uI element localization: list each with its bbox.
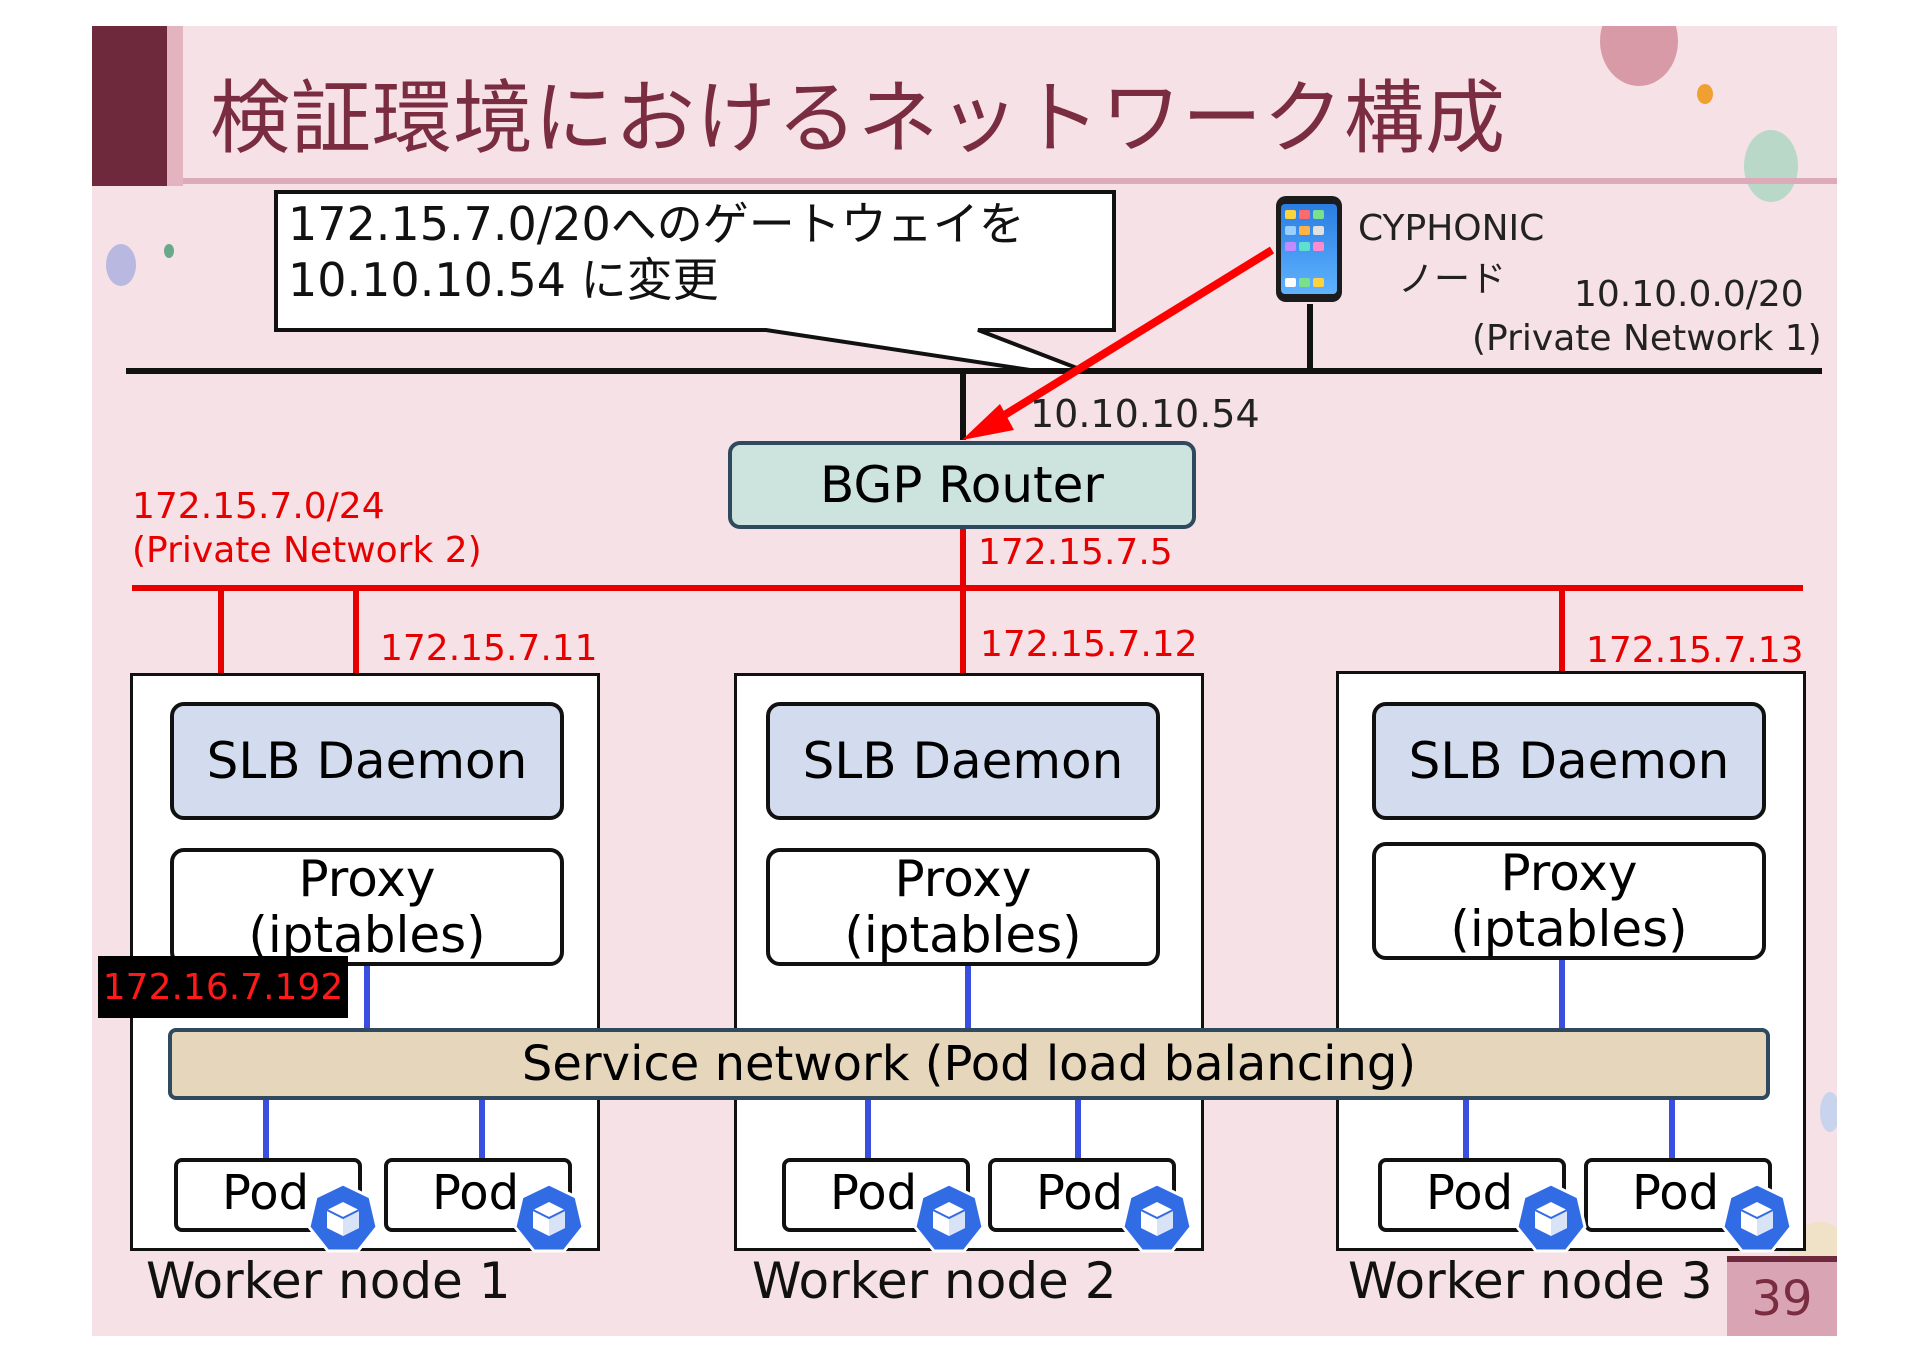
route-arrow-line bbox=[987, 246, 1275, 428]
proxy-1: Proxy (iptables) bbox=[170, 848, 564, 966]
proxy-2: Proxy (iptables) bbox=[766, 848, 1160, 966]
worker-node-3-label: Worker node 3 bbox=[1348, 1252, 1713, 1310]
route-arrow-head bbox=[962, 404, 1014, 440]
kubernetes-pod-icon bbox=[307, 1182, 379, 1253]
worker-node-2-label: Worker node 2 bbox=[752, 1252, 1117, 1310]
node1-ip: 172.15.7.11 bbox=[380, 628, 598, 669]
page-title: 検証環境におけるネットワーク構成 bbox=[210, 72, 1506, 165]
phone-screen bbox=[1281, 204, 1337, 294]
kubernetes-pod-icon bbox=[513, 1182, 585, 1253]
slb-daemon-3: SLB Daemon bbox=[1372, 702, 1766, 820]
proxy-1-line1: Proxy bbox=[298, 850, 436, 908]
service-network: Service network (Pod load balancing) bbox=[168, 1028, 1770, 1100]
proxy-1-line2: (iptables) bbox=[248, 906, 486, 964]
kubernetes-pod-icon bbox=[1515, 1182, 1587, 1253]
callout-line-2: 10.10.10.54 に変更 bbox=[288, 253, 719, 307]
router-ip-lower: 172.15.7.5 bbox=[978, 532, 1173, 573]
network1-cidr: 10.10.0.0/20 bbox=[1574, 274, 1804, 315]
node2-ip: 172.15.7.12 bbox=[980, 624, 1198, 665]
kubernetes-pod-icon bbox=[1121, 1182, 1193, 1253]
service-ip-label: 172.16.7.192 bbox=[98, 956, 348, 1018]
decor-dot bbox=[164, 244, 174, 258]
cyphonic-node-label: ノード bbox=[1398, 259, 1507, 300]
kubernetes-pod-icon bbox=[913, 1182, 985, 1253]
proxy-3: Proxy (iptables) bbox=[1372, 842, 1766, 960]
pod-1b: Pod bbox=[384, 1158, 572, 1232]
title-underline bbox=[183, 178, 1837, 184]
proxy-2-line2: (iptables) bbox=[844, 906, 1082, 964]
decor-dot bbox=[1820, 1092, 1837, 1132]
cyphonic-label: CYPHONIC bbox=[1358, 208, 1545, 249]
node3-ip: 172.15.7.13 bbox=[1586, 630, 1804, 671]
network1-name: (Private Network 1) bbox=[1472, 318, 1822, 359]
slb-daemon-2: SLB Daemon bbox=[766, 702, 1160, 820]
network2-name: (Private Network 2) bbox=[132, 530, 482, 571]
slb-daemon-1: SLB Daemon bbox=[170, 702, 564, 820]
proxy-3-line2: (iptables) bbox=[1450, 900, 1688, 958]
decor-dot bbox=[106, 244, 136, 286]
proxy-2-line1: Proxy bbox=[894, 850, 1032, 908]
smartphone-icon bbox=[1276, 196, 1342, 302]
kubernetes-pod-icon bbox=[1721, 1182, 1793, 1253]
decor-circle bbox=[1744, 130, 1798, 202]
worker-node-1-label: Worker node 1 bbox=[146, 1252, 511, 1310]
callout-line-1: 172.15.7.0/20へのゲートウェイを bbox=[288, 197, 1025, 251]
network2-cidr: 172.15.7.0/24 bbox=[132, 486, 385, 527]
title-bar-light bbox=[167, 26, 183, 186]
decor-dot bbox=[1697, 84, 1713, 104]
page-number: 39 bbox=[1727, 1262, 1837, 1336]
pod-3a: Pod bbox=[1378, 1158, 1566, 1232]
proxy-3-line1: Proxy bbox=[1500, 844, 1638, 902]
pod-3b: Pod bbox=[1584, 1158, 1772, 1232]
title-bar-dark bbox=[92, 26, 167, 186]
router-ip-upper: 10.10.10.54 bbox=[1030, 392, 1260, 436]
callout-text: 172.15.7.0/20へのゲートウェイを 10.10.10.54 に変更 bbox=[288, 196, 1025, 308]
bgp-router: BGP Router bbox=[728, 441, 1196, 529]
